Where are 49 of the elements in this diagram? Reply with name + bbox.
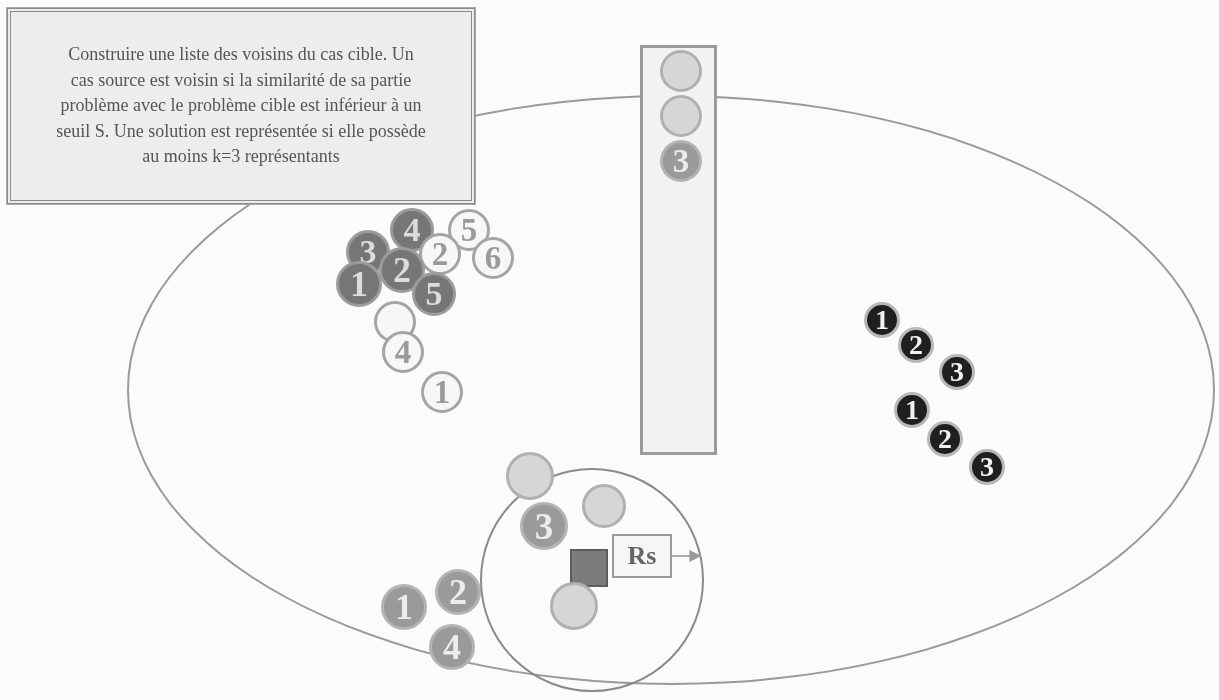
circle-number: 1	[875, 306, 889, 334]
case-circle	[506, 452, 554, 500]
circle-number: 6	[484, 241, 502, 275]
circle-number: 3	[950, 358, 964, 386]
numbered-circle	[864, 302, 900, 338]
circle-number: 4	[403, 213, 421, 247]
case-circle	[550, 582, 598, 630]
circle-number: 3	[672, 144, 690, 178]
circle-number: 1	[433, 375, 451, 409]
numbered-circle	[927, 421, 963, 457]
numbered-circle	[421, 371, 463, 413]
circle-number: 2	[449, 574, 467, 610]
numbered-circle	[894, 392, 930, 428]
selection-bar	[640, 45, 717, 455]
case-circle	[660, 50, 702, 92]
circle-number: 2	[431, 237, 449, 271]
numbered-circle	[660, 140, 702, 182]
circle-number: 5	[425, 277, 443, 311]
circle-number: 1	[905, 396, 919, 424]
circle-number: 1	[350, 266, 368, 302]
numbered-circle	[520, 502, 568, 550]
numbered-circle	[382, 331, 424, 373]
arrow	[671, 550, 702, 562]
circle-number: 3	[359, 235, 377, 269]
numbered-circle	[898, 327, 934, 363]
numbered-circle	[390, 208, 434, 252]
numbered-circle	[429, 624, 475, 670]
numbered-circle	[412, 272, 456, 316]
circle-number: 4	[394, 335, 412, 369]
case-circle	[582, 484, 626, 528]
box-label: Rs	[627, 543, 657, 569]
numbered-circle	[435, 569, 481, 615]
callout-box	[7, 8, 475, 204]
circle-number: 3	[980, 453, 994, 481]
circle-number: 5	[460, 213, 478, 247]
circle-number: 2	[938, 425, 952, 453]
circle-number: 3	[534, 507, 554, 545]
circle-number: 2	[909, 331, 923, 359]
circle-number: 2	[393, 252, 411, 288]
circle-number: 1	[395, 589, 413, 625]
circle-number: 4	[443, 629, 461, 665]
callout-text: Construire une liste des voisins du cas cible. Un cas source est voisin si la similarité de sa partie problème avec le problème cible est inférieur à un seuil S. Une solution est représentée si elle possède au moins k=3 représentants	[55, 43, 427, 169]
numbered-circle	[939, 354, 975, 390]
numbered-circle	[336, 261, 382, 307]
label-box	[612, 534, 672, 578]
target-square	[570, 549, 608, 587]
case-circle	[660, 95, 702, 137]
numbered-circle	[969, 449, 1005, 485]
numbered-circle	[381, 584, 427, 630]
